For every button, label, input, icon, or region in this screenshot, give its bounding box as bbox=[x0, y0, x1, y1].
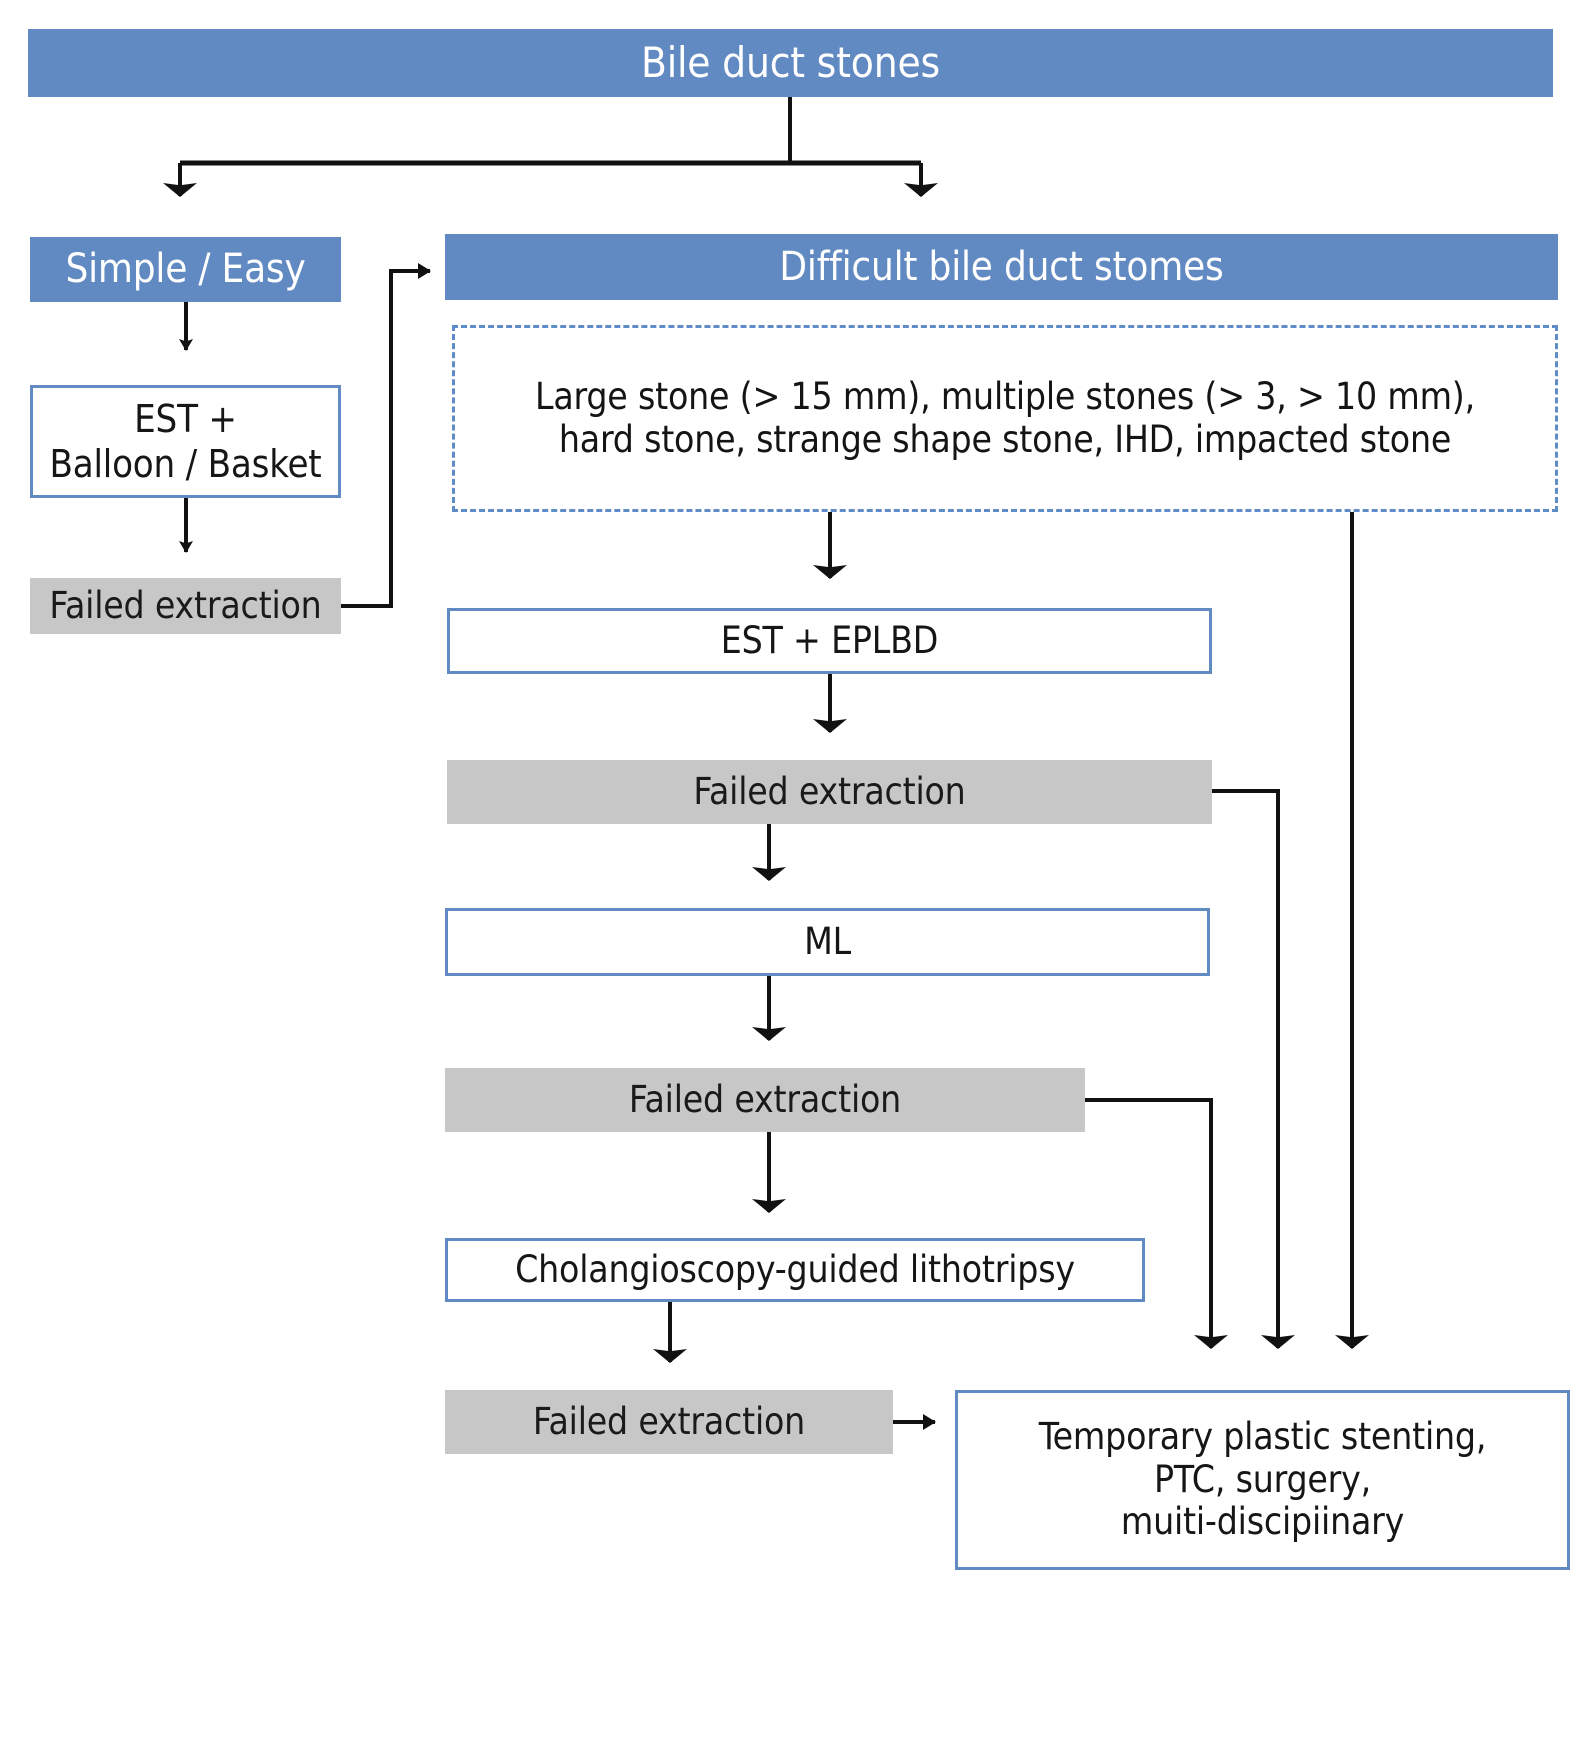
edge-failed2-to-salvage bbox=[1085, 1098, 1228, 1349]
node-est-balloon-basket[interactable]: EST + Balloon / Basket bbox=[30, 385, 341, 498]
node-est-eplbd[interactable]: EST + EPLBD bbox=[447, 608, 1212, 674]
node-failed-extraction-3: Failed extraction bbox=[445, 1390, 893, 1454]
edge-failed1-to-salvage bbox=[1211, 789, 1295, 1349]
node-difficult-bile-duct-stones[interactable]: Difficult bile duct stomes bbox=[445, 234, 1558, 300]
edge-failed-simple-to-difficult bbox=[341, 263, 431, 608]
node-simple-easy[interactable]: Simple / Easy bbox=[30, 237, 341, 302]
node-ml[interactable]: ML bbox=[445, 908, 1210, 976]
node-bile-duct-stones[interactable]: Bile duct stones bbox=[28, 29, 1553, 97]
node-failed-extraction-simple: Failed extraction bbox=[30, 578, 341, 634]
node-failed-extraction-1: Failed extraction bbox=[447, 760, 1212, 824]
node-failed-extraction-2: Failed extraction bbox=[445, 1068, 1085, 1132]
node-difficult-stone-criteria: Large stone (> 15 mm), multiple stones (… bbox=[452, 325, 1558, 512]
node-cholangioscopy-guided-lithotripsy[interactable]: Cholangioscopy-guided lithotripsy bbox=[445, 1238, 1145, 1302]
node-salvage-therapies[interactable]: Temporary plastic stenting, PTC, surgery… bbox=[955, 1390, 1570, 1570]
